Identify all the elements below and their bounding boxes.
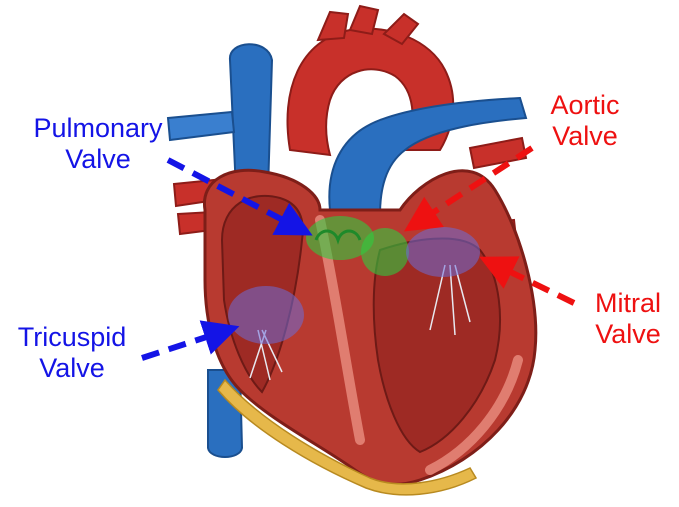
mitral-valve-label: Mitral Valve [582,288,674,350]
aortic-branch-1 [318,12,348,40]
tricuspid-valve-label: Tricuspid Valve [2,322,142,384]
aortic-branch-2 [350,6,378,34]
pulmonary-valve-label: Pulmonary Valve [18,113,178,175]
tricuspid-valve-highlight [228,286,304,344]
mitral-label-line1: Mitral [582,288,674,319]
tricuspid-label-line1: Tricuspid [2,322,142,353]
red-vessel-right-1 [470,138,526,168]
pulmonary-label-line2: Valve [18,144,178,175]
mitral-valve-highlight [406,227,480,277]
tricuspid-label-line2: Valve [2,353,142,384]
aortic-label-line1: Aortic [530,90,640,121]
superior-vena-cava [230,44,272,190]
mitral-label-line2: Valve [582,319,674,350]
pulmonary-label-line1: Pulmonary [18,113,178,144]
aortic-label-line2: Valve [530,121,640,152]
aortic-valve-highlight [361,228,409,276]
aortic-valve-label: Aortic Valve [530,90,640,152]
